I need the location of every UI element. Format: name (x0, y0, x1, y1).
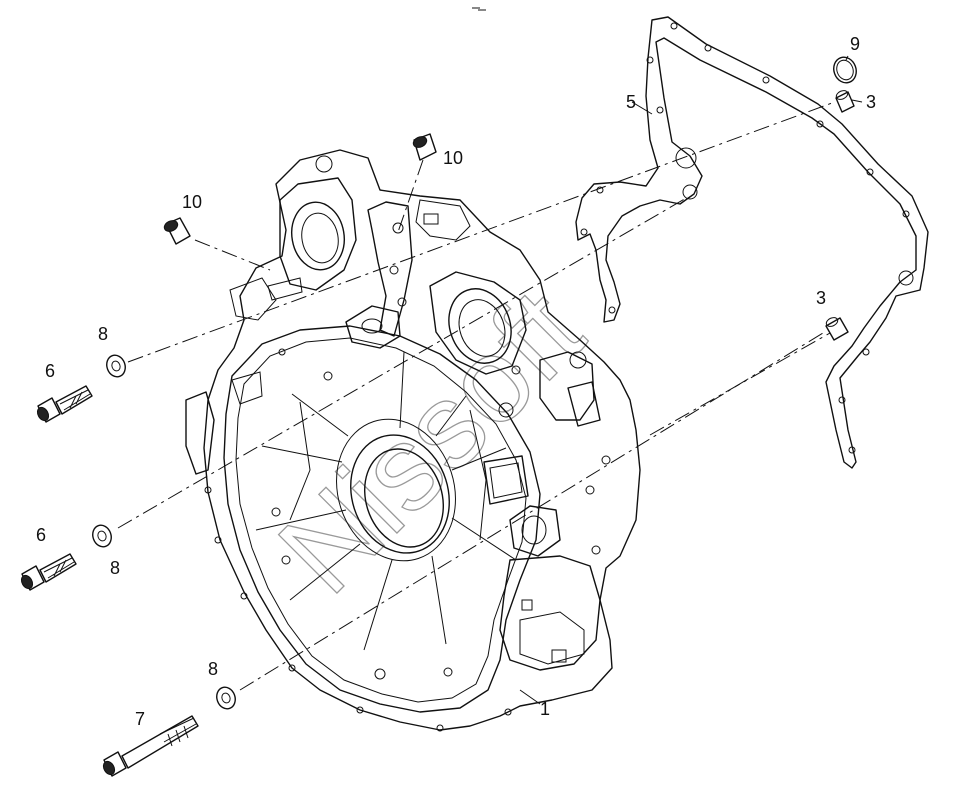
callout-7: 7 (135, 709, 145, 729)
bolt-6-lower (20, 553, 77, 591)
cover-gasket (575, 16, 929, 469)
callout-10-top: 10 (443, 148, 463, 168)
callout-3-lower: 3 (816, 288, 826, 308)
leader-lines (519, 55, 863, 705)
bolt-6-upper (36, 385, 93, 423)
callout-8-upper: 8 (98, 324, 108, 344)
flywheel-housing (185, 149, 641, 732)
callout-6-lower: 6 (36, 525, 46, 545)
callout-6-upper: 6 (45, 361, 55, 381)
callout-8-middle: 8 (110, 558, 120, 578)
plug-10-left (163, 217, 191, 245)
callout-10-left: 10 (182, 192, 202, 212)
callout-1: 1 (540, 699, 550, 719)
washer-8-lower (216, 686, 236, 710)
dowel-3-upper (835, 90, 855, 113)
plug-10-top (412, 133, 437, 161)
callout-5: 5 (626, 92, 636, 112)
callout-3-upper: 3 (866, 92, 876, 112)
washer-8-upper (106, 354, 126, 378)
bolt-7-long (102, 715, 199, 777)
washer-8-middle (92, 524, 112, 548)
o-ring-9 (833, 56, 857, 84)
dowel-3-lower (825, 317, 849, 341)
top-mark (472, 7, 486, 11)
callout-9: 9 (850, 34, 860, 54)
callout-8-lower: 8 (208, 659, 218, 679)
